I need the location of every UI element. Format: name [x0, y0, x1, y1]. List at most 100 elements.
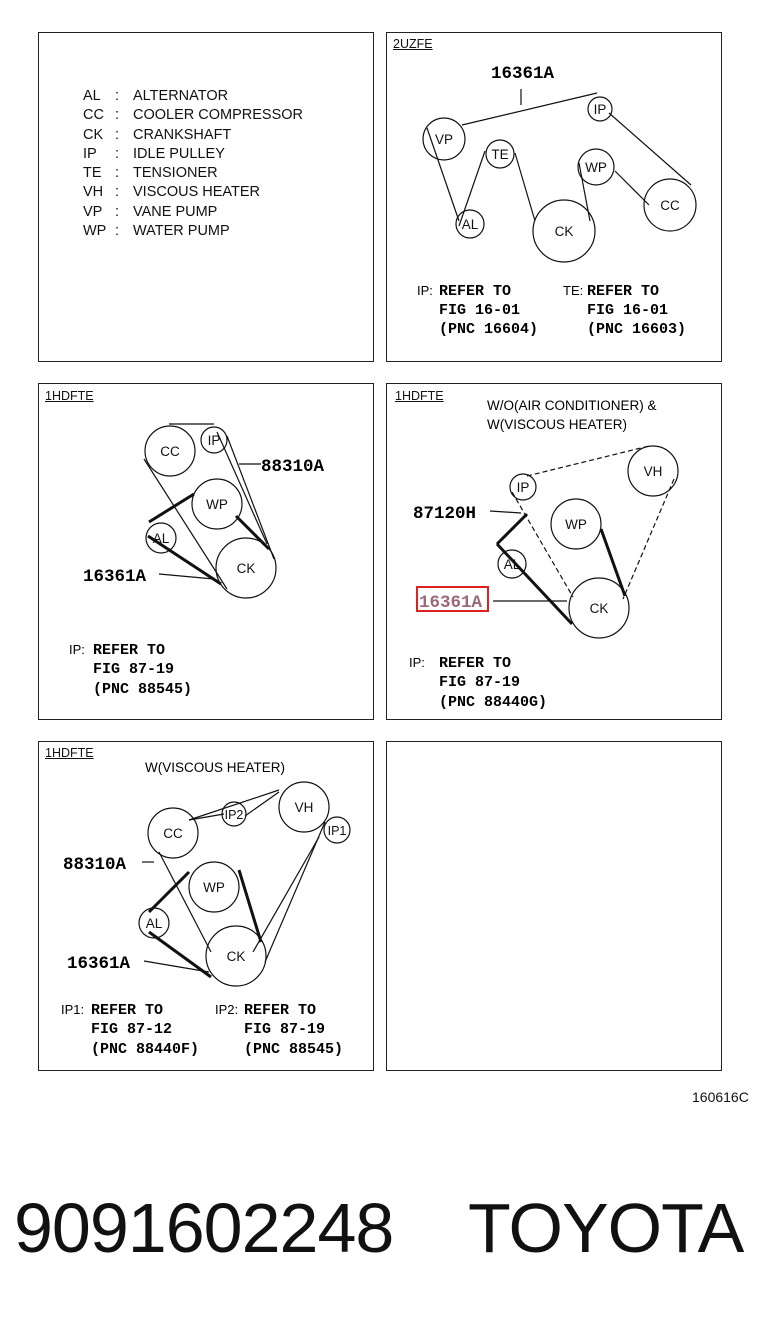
belt-segment [511, 491, 574, 598]
ref-fig: FIG 16-01 [439, 302, 520, 319]
legend-row: WP:WATER PUMP [83, 222, 303, 241]
part-label: 16361A [491, 64, 555, 84]
ref-text: REFER TO [439, 283, 511, 300]
ref-fig: FIG 87-19 [93, 661, 174, 678]
belt-segment [188, 813, 225, 821]
empty-panel [386, 741, 722, 1071]
belt-segment [252, 836, 320, 953]
legend-name: VISCOUS HEATER [133, 184, 261, 201]
engine-tag: 2UZFE [393, 37, 433, 51]
belt-segment [264, 821, 326, 963]
legend-name: WATER PUMP [133, 223, 230, 240]
legend-panel: AL: ALTERNATOR CC: COOLER COMPRESSOR CK:CR… [38, 32, 374, 362]
pulley-label-wp: WP [565, 517, 587, 532]
pulley-cc [643, 178, 697, 232]
part-label: 87120H [413, 504, 476, 524]
brand-name: TOYOTA [468, 1189, 744, 1267]
legend-code: IP [83, 145, 97, 162]
legend-sep: : [115, 88, 120, 104]
diagram-2uzfe: VP TE IP WP AL CK CC 16361A IP: REFER TO… [386, 32, 722, 362]
diagram-1hdfte-b: VH IP WP AL CK W/O(AIR CONDITIONER) & W(… [386, 383, 722, 720]
pulley-label-ip2: IP2 [225, 808, 244, 822]
engine-tag: 1HDFTE [395, 389, 444, 403]
ref-prefix: IP: [409, 655, 425, 670]
legend-sep: : [115, 126, 120, 143]
pulley-label-al: AL [462, 217, 479, 232]
pulley-label-cc: CC [160, 444, 180, 459]
pulley-ck [205, 925, 267, 987]
pulley-cc [147, 807, 199, 859]
belt-segment [147, 870, 191, 914]
ref-prefix: TE: [563, 283, 583, 298]
legend-row: CC: COOLER COMPRESSOR [83, 106, 303, 125]
legend-name: COOLER COMPRESSOR [133, 107, 303, 124]
leader-line [489, 510, 522, 514]
ref-pnc: (PNC 16604) [439, 321, 538, 338]
belt-segment [495, 542, 574, 626]
pulley-vh [627, 445, 679, 497]
pulley-label-ip1: IP1 [328, 824, 347, 838]
ref-fig: FIG 87-19 [244, 1021, 325, 1038]
pulley-label-te: TE [491, 147, 508, 162]
belt-segment [599, 528, 627, 597]
ref-prefix: IP1: [61, 1002, 84, 1017]
ref-fig: FIG 87-12 [91, 1021, 172, 1038]
diagram-1hdfte-a: CC IP WP AL CK 88310A 16361A IP: REFER T… [38, 383, 374, 720]
legend-sep: : [115, 203, 120, 220]
ref-pnc: (PNC 16603) [587, 321, 686, 338]
legend-name: TENSIONER [133, 165, 218, 182]
belt-segment [216, 431, 268, 545]
pulley-wp [550, 498, 602, 550]
belt-diagram: VP TE IP WP AL CK CC 16361A IP: REFER TO… [417, 64, 697, 338]
part-label: 88310A [261, 457, 325, 477]
diagram-1hdfte-c: CC IP2 VH IP1 WP AL CK W(VISCOUS HEATER)… [38, 741, 374, 1071]
legend-code: WP [83, 223, 107, 240]
ref-pnc: (PNC 88545) [93, 681, 192, 698]
legend-name: VANE PUMP [133, 203, 218, 220]
legend-name: ALTERNATOR [133, 88, 229, 104]
legend-code: VP [83, 203, 103, 220]
legend-row: CK:CRANKSHAFT [83, 126, 303, 145]
pulley-ck [215, 537, 277, 599]
pulley-label-ck: CK [227, 949, 246, 964]
ref-text: REFER TO [439, 655, 511, 672]
part-label: 16361A [67, 954, 131, 974]
pulley-vh [278, 781, 330, 833]
legend-code: AL [83, 88, 101, 104]
part-label: 88310A [63, 855, 127, 875]
legend-sep: : [115, 107, 120, 124]
legend-sep: : [115, 184, 120, 201]
part-label-highlighted: 16361A [419, 593, 483, 613]
belt-segment [458, 150, 486, 227]
pulley-label-vp: VP [435, 132, 453, 147]
pulley-te [485, 139, 515, 169]
pulley-label-vh: VH [644, 464, 663, 479]
belt-segment [426, 127, 460, 222]
pulley-wp [188, 861, 240, 913]
pulley-ip [587, 96, 613, 122]
pulley-ck [532, 199, 596, 263]
pulley-label-cc: CC [660, 198, 680, 213]
belt-segment [147, 534, 222, 586]
pulley-label-ck: CK [590, 601, 609, 616]
pulley-label-ip: IP [208, 433, 221, 448]
leader-line [158, 573, 215, 580]
belt-diagram: CC IP2 VH IP1 WP AL CK W(VISCOUS HEATER)… [61, 760, 351, 1058]
pulley-label-al: AL [504, 557, 521, 572]
legend-sep: : [115, 165, 120, 182]
pulley-label-al: AL [153, 531, 170, 546]
ref-text: REFER TO [244, 1002, 316, 1019]
belt-segment [148, 930, 212, 979]
pulley-al [497, 549, 527, 579]
belt-segment [158, 851, 212, 953]
legend-code: TE [83, 165, 102, 182]
ref-text: REFER TO [91, 1002, 163, 1019]
part-label: 16361A [83, 567, 147, 587]
pulley-label-ck: CK [237, 561, 256, 576]
pulley-label-wp: WP [585, 160, 607, 175]
ref-prefix: IP: [417, 283, 433, 298]
legend-code: VH [83, 184, 104, 201]
pulley-cc [144, 425, 196, 477]
legend-code: CC [83, 107, 104, 124]
belt-segment [148, 492, 195, 524]
